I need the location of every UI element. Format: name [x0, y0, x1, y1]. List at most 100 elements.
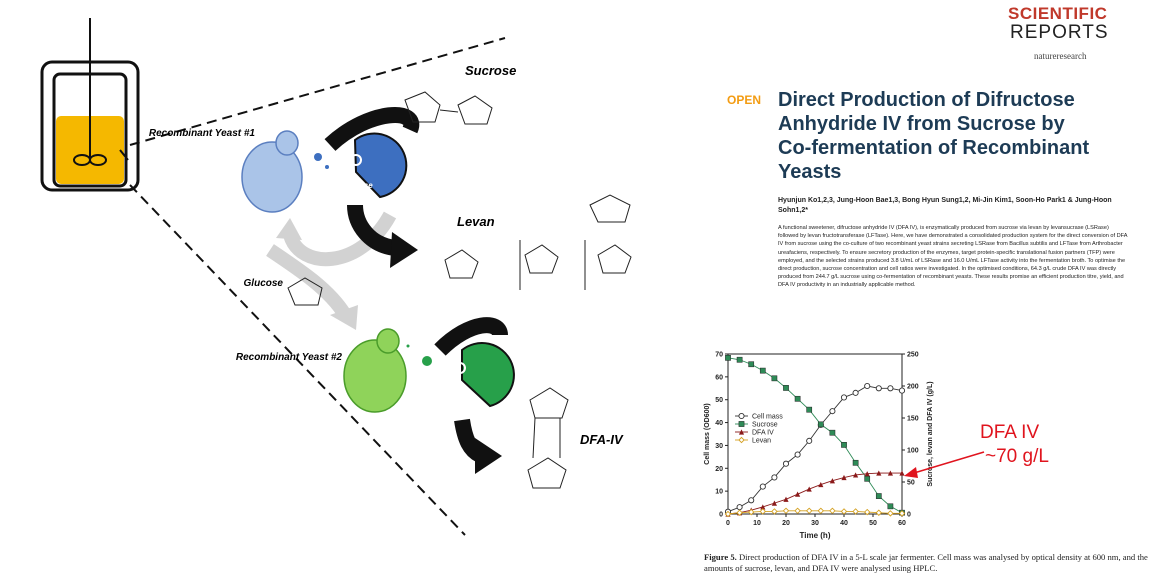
figure-caption: Figure 5. Direct production of DFA IV in… [704, 552, 1154, 573]
data-point [747, 508, 755, 516]
data-point [840, 508, 848, 515]
projection-line-top [129, 37, 506, 146]
data-point [806, 406, 813, 413]
y-tick-label: 70 [715, 352, 723, 359]
data-point [748, 361, 755, 368]
open-access-badge: OPEN [727, 93, 762, 107]
data-point [794, 507, 801, 515]
data-point [853, 472, 859, 478]
data-point [863, 508, 871, 516]
data-point [771, 474, 778, 481]
figure-caption-label: Figure 5. [704, 552, 737, 562]
data-point [771, 508, 778, 515]
data-point [864, 382, 871, 390]
legend-entry: Sucrose [752, 422, 778, 429]
glucose-arrow-1 [283, 211, 397, 267]
sucrose-label: Sucrose [465, 63, 516, 78]
y2-tick-label: 250 [907, 352, 919, 359]
data-point [736, 504, 743, 511]
y2-axis-label: Sucrose, levan and DFA IV (g/L) [927, 381, 934, 486]
lftase-label: LFTase [448, 396, 476, 405]
legend-entry: Cell mass [752, 414, 783, 421]
paper-authors: Hyunjun Ko1,2,3, Jung-Hoon Bae1,3, Bong … [778, 197, 1112, 214]
data-point [794, 451, 801, 458]
process-scheme: Recombinant Yeast #1 Recombinant Yeast #… [40, 18, 632, 536]
lsrase-enzyme [350, 132, 408, 199]
y-tick-label: 50 [715, 397, 723, 404]
data-point [852, 389, 859, 396]
data-point [840, 394, 848, 401]
x-tick-label: 30 [811, 520, 819, 527]
y-tick-label: 30 [715, 443, 723, 450]
y2-tick-label: 50 [907, 480, 915, 487]
data-point [794, 395, 801, 402]
legend-entry: DFA IV [752, 430, 774, 437]
x-tick-label: 20 [782, 520, 790, 527]
data-point [852, 508, 859, 515]
data-point [783, 496, 789, 502]
data-point [795, 491, 801, 497]
y-tick-label: 60 [715, 374, 723, 381]
data-point [771, 375, 778, 382]
data-point [736, 356, 743, 363]
data-point [829, 507, 836, 515]
legend-marker [738, 421, 745, 427]
data-point [817, 507, 825, 515]
data-point [864, 475, 871, 482]
data-point [724, 510, 732, 518]
y2-tick-label: 200 [907, 384, 919, 391]
y-tick-label: 20 [715, 466, 723, 473]
data-point [818, 481, 824, 488]
lftase-enzyme [454, 342, 515, 408]
data-point [875, 385, 882, 392]
y-tick-label: 10 [715, 489, 723, 496]
annotation-line-2: ~70 g/L [985, 446, 1049, 467]
y2-tick-label: 0 [907, 512, 911, 519]
series-line-3 [727, 510, 902, 515]
projection-line-bottom [129, 184, 466, 536]
sucrose-structure [404, 91, 493, 125]
x-axis-label: Time (h) [800, 531, 831, 540]
data-point [864, 471, 870, 477]
annotation-arrow [904, 451, 985, 478]
x-tick-label: 10 [753, 520, 761, 527]
sucrose-arrow [324, 107, 420, 152]
figure-caption-text: Direct production of DFA IV in a 5-L sca… [704, 552, 1148, 573]
series-line-0 [727, 385, 903, 513]
data-point [876, 470, 882, 476]
data-point [782, 460, 790, 467]
data-point [875, 493, 882, 499]
y2-tick-label: 150 [907, 416, 919, 423]
glucose-structure [287, 277, 323, 306]
fermenter-icon [40, 18, 140, 192]
yeast-2-label: Recombinant Yeast #2 [236, 352, 343, 363]
data-point [887, 503, 894, 510]
data-point [852, 459, 859, 466]
data-point [806, 486, 812, 492]
yeast-2-cell [343, 328, 432, 413]
data-point [805, 507, 813, 515]
data-point [783, 385, 789, 391]
dfa-iv-label: DFA-IV [580, 432, 624, 447]
legend-marker [738, 436, 745, 444]
data-point [759, 508, 767, 515]
paper-abstract: A functional sweetener, difructose anhyd… [778, 225, 1128, 289]
legend-entry: Levan [752, 438, 771, 445]
publisher-name: natureresearch [1034, 51, 1087, 61]
paper-title: Direct Production of Difructose Anhydrid… [778, 89, 1090, 183]
data-point [782, 507, 790, 515]
legend-marker [738, 429, 745, 435]
data-point [887, 385, 894, 392]
x-tick-label: 0 [726, 520, 730, 527]
data-point [817, 421, 824, 428]
lsrase-label: LSRase [343, 181, 373, 190]
x-tick-label: 40 [840, 520, 848, 527]
data-point [771, 500, 777, 506]
glucose-label: Glucose [244, 278, 284, 289]
levan-structure [444, 194, 632, 290]
x-tick-label: 50 [869, 520, 877, 527]
data-point [887, 470, 893, 476]
data-point [829, 429, 836, 436]
data-point [760, 504, 766, 510]
